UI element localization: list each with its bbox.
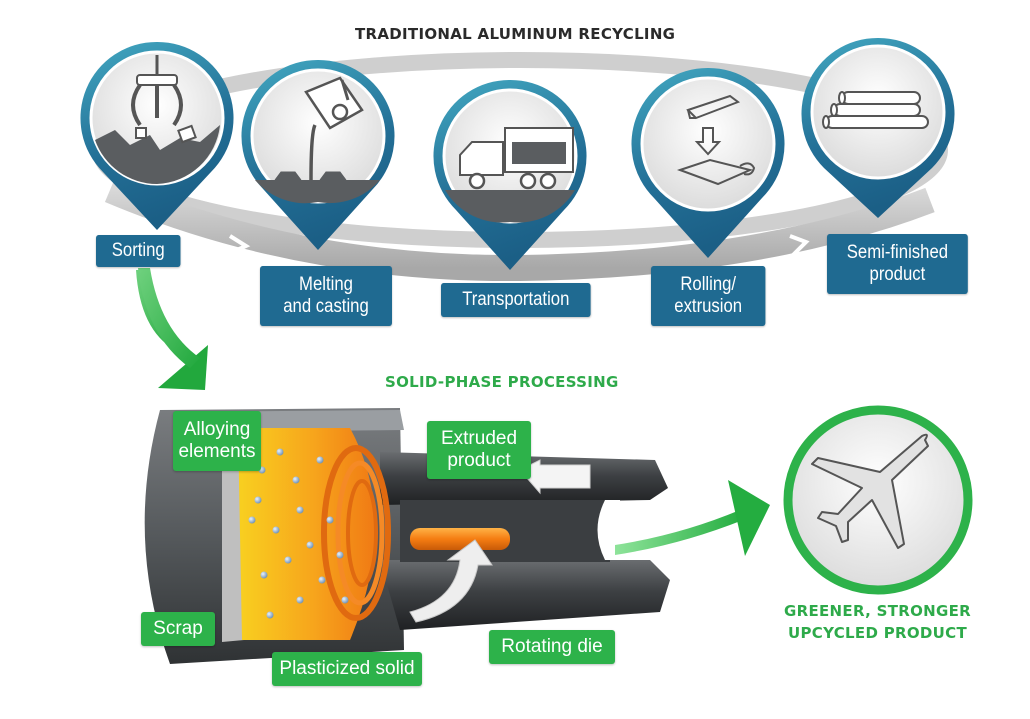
step-label-melting: Melting and casting	[260, 266, 392, 326]
callout-scrap: Scrap	[141, 612, 215, 646]
callout-plasticized-solid: Plasticized solid	[272, 652, 422, 686]
callout-text-line2: product	[447, 450, 511, 471]
ingot-to-sheet-icon	[676, 94, 756, 186]
step-label-sorting: Sorting	[96, 235, 181, 267]
alloy-particle	[336, 551, 344, 559]
outcome-badge	[783, 405, 973, 595]
alloy-particle	[296, 596, 304, 604]
alloy-particle	[284, 556, 292, 564]
alloy-particle	[326, 516, 334, 524]
solid-phase-to-outcome-arrow	[615, 480, 770, 556]
alloy-particle	[341, 596, 349, 604]
label-text-line1: Semi-finished	[846, 242, 949, 263]
step-label-semi-finished: Semi-finished product	[827, 234, 968, 294]
callout-text: Scrap	[153, 618, 203, 639]
alloy-particle	[292, 476, 300, 484]
alloy-particle	[254, 496, 262, 504]
alloy-particle	[306, 541, 314, 549]
label-text-line2: and casting	[283, 296, 369, 317]
label-text-line1: Rolling/	[680, 274, 737, 295]
stacked-rods-icon	[822, 91, 929, 129]
step-label-transportation: Transportation	[441, 283, 591, 317]
traditional-title: TRADITIONAL ALUMINUM RECYCLING	[355, 25, 676, 43]
pin-semi-finished	[801, 37, 955, 218]
alloy-particle	[318, 576, 326, 584]
truck-ingots-icon	[445, 127, 575, 223]
pin-sorting	[80, 41, 234, 230]
sorting-to-solid-phase-arrow	[136, 268, 208, 390]
callout-extruded-product: Extruded product	[427, 421, 531, 479]
outcome-line2: UPCYCLED PRODUCT	[788, 624, 967, 642]
alloy-particle	[248, 516, 256, 524]
alloy-particle	[266, 611, 274, 619]
outcome-caption: GREENER, STRONGER UPCYCLED PRODUCT	[775, 600, 980, 644]
solid-phase-title: SOLID-PHASE PROCESSING	[385, 373, 619, 391]
alloy-particle	[272, 526, 280, 534]
pin-transportation	[433, 79, 587, 270]
callout-alloying-elements: Alloying elements	[173, 411, 261, 471]
crucible-pouring-icon	[255, 76, 380, 204]
callout-rotating-die: Rotating die	[489, 630, 615, 664]
pin-melting	[241, 59, 395, 251]
alloy-particle	[276, 448, 284, 456]
claw-grabber-scrap-icon	[95, 55, 220, 184]
label-text-line2: product	[869, 264, 926, 285]
label-text-line1: Melting	[299, 274, 353, 295]
outcome-line1: GREENER, STRONGER	[783, 602, 971, 620]
callout-text: Plasticized solid	[279, 658, 415, 679]
alloying-element-particles	[248, 448, 349, 619]
callout-text: Rotating die	[501, 636, 603, 657]
pin-rolling	[631, 67, 785, 258]
label-text: Sorting	[111, 240, 165, 261]
airplane-icon	[811, 433, 929, 549]
alloy-particle	[260, 571, 268, 579]
callout-text-line1: Alloying	[183, 419, 251, 440]
alloy-particle	[296, 506, 304, 514]
step-label-rolling: Rolling/ extrusion	[651, 266, 766, 326]
callout-text-line2: elements	[178, 441, 256, 462]
label-text: Transportation	[462, 289, 570, 310]
callout-text-line1: Extruded	[440, 428, 518, 449]
alloy-particle	[316, 456, 324, 464]
label-text-line2: extrusion	[674, 296, 743, 317]
